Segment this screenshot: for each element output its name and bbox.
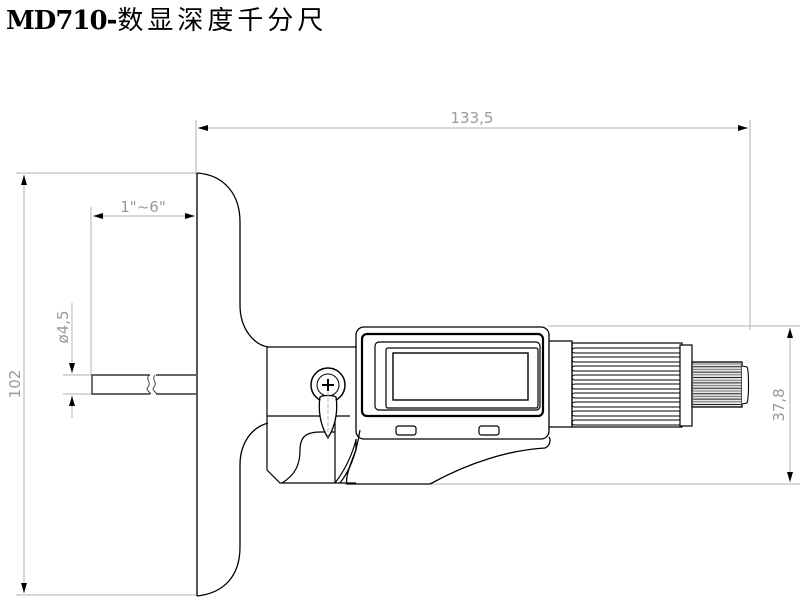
dimension-label-height: 102 bbox=[6, 370, 24, 399]
dimension-label-head-height: 37,8 bbox=[770, 388, 788, 421]
dimension-rod-range: 1"~6" bbox=[90, 198, 195, 375]
measuring-rod bbox=[91, 374, 196, 395]
display-button-on-off[interactable] bbox=[395, 425, 417, 436]
thimble-groove bbox=[571, 347, 682, 354]
thimble-groove bbox=[571, 365, 682, 372]
body-neck bbox=[266, 346, 361, 484]
dimension-overall-length: 133,5 bbox=[195, 109, 751, 330]
thimble-groove bbox=[571, 392, 682, 399]
ratchet-knob[interactable] bbox=[691, 361, 750, 408]
display-housing bbox=[345, 326, 551, 485]
thimble-groove bbox=[571, 401, 682, 408]
product-name: 数显深度千分尺 bbox=[117, 6, 328, 36]
dimension-label-range: 1"~6" bbox=[120, 198, 165, 216]
break-mark bbox=[146, 374, 152, 395]
lcd-screen bbox=[392, 352, 529, 401]
thimble bbox=[549, 340, 693, 428]
thimble-groove bbox=[571, 383, 682, 390]
dimension-label-length: 133,5 bbox=[451, 109, 494, 127]
display-button-zero[interactable] bbox=[478, 425, 500, 436]
rod-right bbox=[156, 374, 196, 395]
dimension-label-diameter: ø4,5 bbox=[54, 310, 72, 343]
dimension-rod-diameter: ø4,5 bbox=[54, 303, 91, 418]
model-number: MD710 bbox=[6, 6, 108, 36]
base-upper-contour bbox=[196, 172, 269, 348]
micrometer-base bbox=[196, 172, 269, 597]
lock-screw-icon[interactable] bbox=[310, 367, 346, 440]
break-mark bbox=[152, 374, 158, 395]
thimble-groove bbox=[571, 356, 682, 363]
base-lower-contour bbox=[196, 422, 269, 597]
drawing-title: MD710-数显深度千分尺 bbox=[6, 4, 327, 38]
title-separator: - bbox=[106, 6, 118, 36]
thimble-groove bbox=[571, 374, 682, 381]
thimble-groove bbox=[571, 410, 682, 417]
thimble-body bbox=[571, 342, 683, 428]
dimension-base-height: 102 bbox=[6, 172, 198, 596]
rod-left bbox=[91, 374, 150, 395]
thimble-groove bbox=[571, 419, 682, 426]
